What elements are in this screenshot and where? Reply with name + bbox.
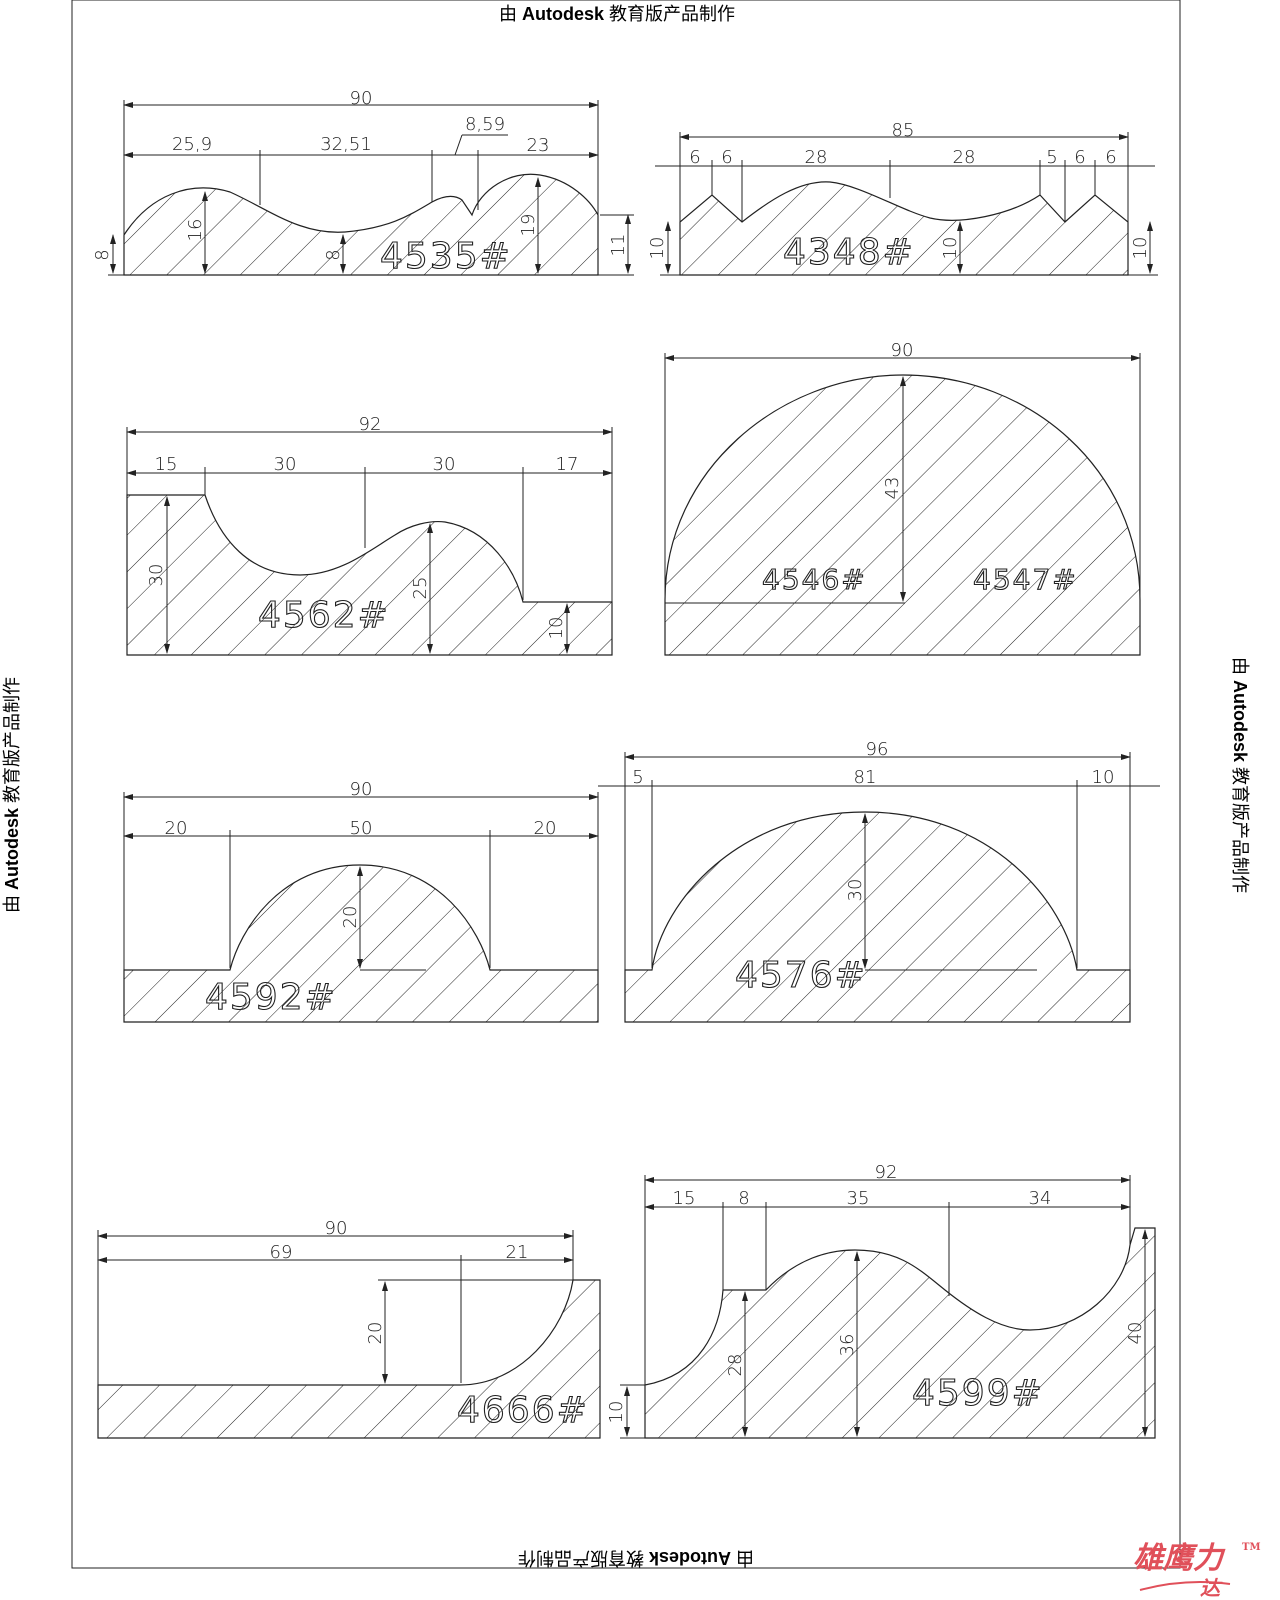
- dim-label: 28: [805, 147, 828, 168]
- profile-4576: 96 5 81 10 30 4576#: [598, 739, 1160, 1023]
- profile-4348: 85 6 6 28 28 5 6 6 10 10 10 4348#: [647, 120, 1158, 276]
- dim-label: 96: [866, 739, 889, 760]
- profile-label: 4547#: [973, 563, 1078, 596]
- profile-4535: 90 25,9 32,51 8,59 23 8 16 8 19 11 4535#: [92, 88, 634, 278]
- watermark-right: 由 Autodesk 教育版产品制作: [1230, 657, 1250, 893]
- dim-label: 6: [1074, 147, 1085, 168]
- dim-label: 90: [350, 779, 373, 800]
- dim-label: 20: [340, 906, 361, 929]
- dim-label: 30: [433, 454, 456, 475]
- profile-shape: [679, 181, 1129, 276]
- dim-label: 90: [350, 88, 373, 109]
- profile-shape: [123, 864, 599, 1023]
- dim-label: 10: [546, 617, 567, 640]
- watermark-left: 由 Autodesk 教育版产品制作: [2, 677, 22, 913]
- dim-label: 10: [940, 237, 961, 260]
- dim-label: 20: [534, 818, 557, 839]
- dim-label: 8,59: [465, 114, 505, 135]
- profile-4562: 92 15 30 30 17 30 25 10 4562#: [126, 414, 613, 656]
- dim-label: 30: [845, 879, 866, 902]
- profile-4592: 90 20 50 20 20 4592#: [123, 779, 599, 1023]
- logo-text: 雄鹰力: [1133, 1541, 1226, 1576]
- dim-label: 28: [725, 1354, 746, 1377]
- dim-label: 5: [1046, 147, 1057, 168]
- logo-subtext: 达: [1200, 1576, 1223, 1600]
- watermark-bottom: 由 Autodesk 教育版产品制作: [518, 1548, 754, 1568]
- profile-label: 4546#: [762, 563, 867, 596]
- dim-label: 30: [274, 454, 297, 475]
- profile-label: 4666#: [457, 1390, 589, 1431]
- dim-label: 6: [1105, 147, 1116, 168]
- profile-label: 4592#: [205, 977, 337, 1018]
- dim-label: 6: [689, 147, 700, 168]
- dim-label: 43: [882, 477, 903, 500]
- dim-label: 8: [92, 249, 113, 260]
- dim-label: 15: [155, 454, 178, 475]
- dim-label: 36: [837, 1334, 858, 1357]
- dim-label: 90: [891, 340, 914, 361]
- dim-label: 90: [325, 1218, 348, 1239]
- profile-shape: [126, 494, 613, 656]
- dim-label: 11: [608, 234, 629, 257]
- dim-label: 10: [1130, 237, 1151, 260]
- dim-label: 25,9: [172, 134, 212, 155]
- dim-label: 19: [518, 214, 539, 237]
- dim-label: 8: [738, 1188, 749, 1209]
- dim-label: 8: [323, 249, 344, 260]
- dim-label: 30: [146, 564, 167, 587]
- dim-label: 69: [270, 1242, 293, 1263]
- dim-label: 50: [350, 818, 373, 839]
- dim-label: 34: [1029, 1188, 1052, 1209]
- dim-label: 23: [527, 135, 550, 156]
- dim-label: 81: [854, 767, 877, 788]
- profile-shape: [624, 811, 1131, 1023]
- dim-label: 15: [673, 1188, 696, 1209]
- logo-trademark: TM: [1242, 1542, 1261, 1553]
- profile-shape: [644, 1227, 1156, 1439]
- watermark-top: 由 Autodesk 教育版产品制作: [499, 4, 735, 24]
- profile-label: 4599#: [912, 1373, 1044, 1414]
- dim-label: 21: [506, 1242, 529, 1263]
- dim-label: 10: [606, 1401, 627, 1424]
- dim-label: 20: [165, 818, 188, 839]
- dim-label: 17: [556, 454, 579, 475]
- dim-label: 85: [892, 120, 915, 141]
- brand-logo: 雄鹰力 达 TM: [1133, 1541, 1261, 1600]
- dim-label: 10: [1092, 767, 1115, 788]
- profile-4666: 90 69 21 20 4666#: [97, 1218, 601, 1439]
- dim-label: 6: [721, 147, 732, 168]
- dim-label: 92: [359, 414, 382, 435]
- profile-4546-4547: 90 43 4546# 4547#: [664, 340, 1141, 656]
- profile-4599: 92 15 8 35 34 28 36 40 10 4599#: [606, 1162, 1156, 1439]
- profile-shape: [123, 173, 599, 276]
- dim-label: 32,51: [320, 134, 372, 155]
- dim-label: 16: [185, 219, 206, 242]
- dim-label: 10: [647, 237, 668, 260]
- profile-label: 4535#: [380, 236, 512, 277]
- dim-label: 35: [847, 1188, 870, 1209]
- dim-label: 25: [410, 577, 431, 600]
- profile-label: 4576#: [735, 955, 867, 996]
- dim-label: 28: [953, 147, 976, 168]
- dim-label: 5: [632, 767, 643, 788]
- dim-label: 20: [365, 1322, 386, 1345]
- profile-label: 4348#: [783, 232, 915, 273]
- dim-label: 92: [875, 1162, 898, 1183]
- dim-label: 40: [1125, 1322, 1146, 1345]
- drawing-border: [71, 0, 1181, 1569]
- profile-label: 4562#: [258, 595, 390, 636]
